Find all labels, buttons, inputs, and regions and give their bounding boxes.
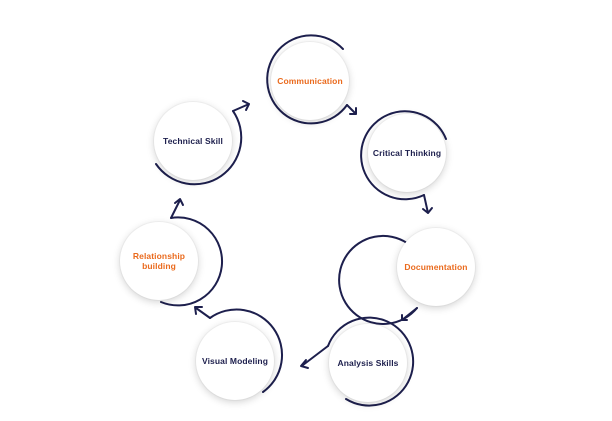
arc-critical-thinking bbox=[360, 110, 447, 201]
node-label-communication: Communication bbox=[277, 76, 343, 86]
arrow-communication bbox=[346, 104, 357, 115]
arc-visual-modeling bbox=[209, 308, 284, 393]
arc-relationship-building bbox=[160, 216, 224, 307]
node-label-relationship-building: Relationship building bbox=[132, 251, 186, 271]
node-label-visual-modeling: Visual Modeling bbox=[201, 356, 269, 366]
node-label-critical-thinking: Critical Thinking bbox=[372, 148, 442, 158]
arrow-visual-modeling bbox=[194, 306, 211, 319]
node-label-analysis-skills: Analysis Skills bbox=[337, 358, 399, 368]
arrow-relationship-building bbox=[170, 198, 184, 219]
node-visual-modeling: Visual Modeling bbox=[196, 322, 274, 400]
arrow-analysis-skills bbox=[300, 345, 329, 369]
node-label-technical-skill: Technical Skill bbox=[163, 136, 223, 146]
node-analysis-skills: Analysis Skills bbox=[329, 324, 407, 402]
arc-communication bbox=[266, 34, 348, 125]
arc-analysis-skills bbox=[327, 316, 415, 407]
arrow-technical-skill bbox=[232, 100, 250, 112]
node-communication: Communication bbox=[271, 42, 349, 120]
node-critical-thinking: Critical Thinking bbox=[368, 114, 446, 192]
arc-technical-skill bbox=[155, 110, 243, 186]
arrow-documentation bbox=[401, 307, 418, 321]
arrow-critical-thinking bbox=[422, 194, 433, 214]
node-relationship-building: Relationship building bbox=[120, 222, 198, 300]
node-label-documentation: Documentation bbox=[404, 262, 468, 272]
node-technical-skill: Technical Skill bbox=[154, 102, 232, 180]
node-documentation: Documentation bbox=[397, 228, 475, 306]
